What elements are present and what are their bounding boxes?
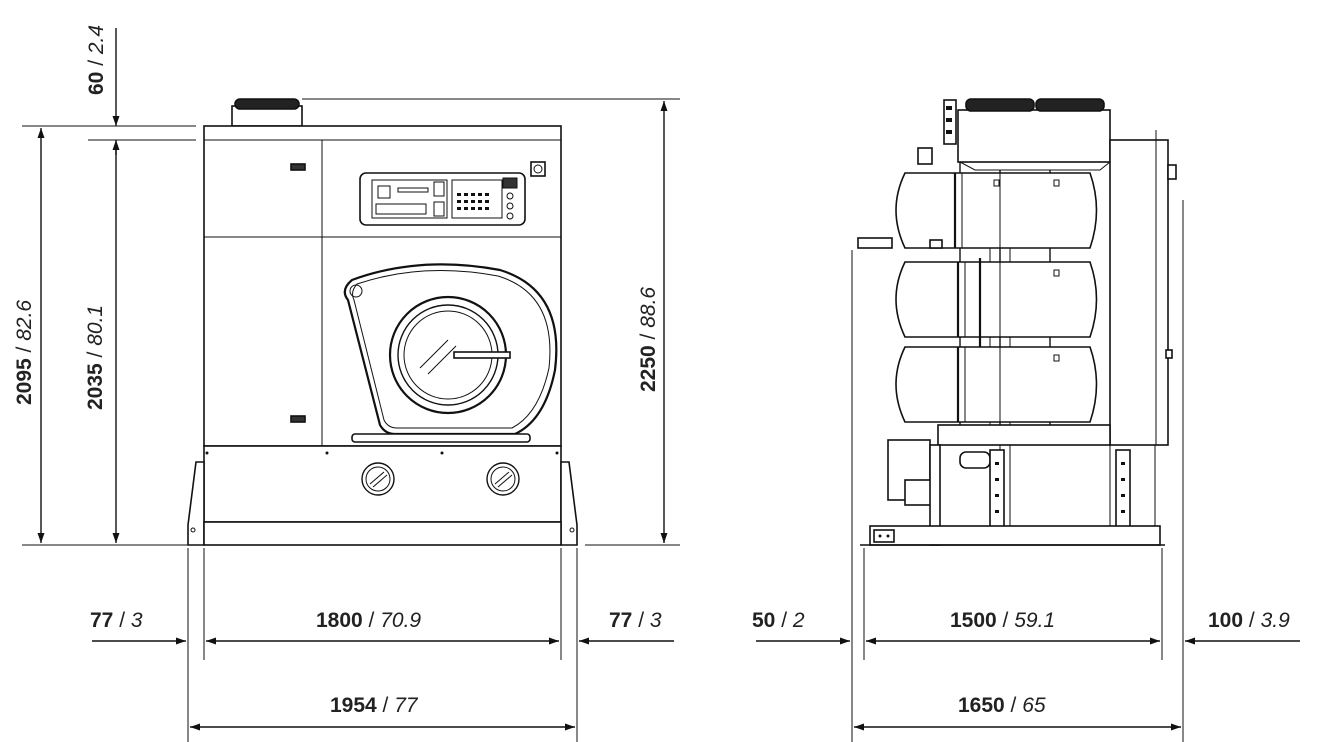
base-vent-left [361,462,395,496]
front-top-duct-cap [234,98,300,110]
label-side-left-margin: 50 / 2 [752,609,805,632]
label-depth: 1500 / 59.1 [950,609,1055,632]
label-body-height: 2035 / 80.1 [84,305,107,410]
upper-door-handle [290,163,306,171]
front-view-machine [187,98,578,546]
label-width: 1800 / 70.9 [316,609,421,632]
base-vent-right [486,462,520,496]
drum-housing [343,263,558,436]
label-side-right-margin: 100 / 3.9 [1208,609,1290,632]
control-panel [359,172,526,226]
tank-middle [895,261,1098,338]
emergency-stop-icon [530,161,546,177]
tank-top [895,172,1098,249]
label-cabinet-height: 2095 / 82.6 [13,300,36,405]
tank-bottom [895,346,1098,423]
side-top-unit [957,109,1111,163]
label-total-height: 2250 / 88.6 [637,287,660,392]
label-left-margin: 77 / 3 [90,609,143,632]
side-view-machine [857,98,1177,546]
label-right-margin: 77 / 3 [609,609,662,632]
front-view-dimensions: 60 / 2.4 2095 / 82.6 2035 / 80.1 2250 / … [13,25,680,742]
side-view-dimensions: 50 / 2 1500 / 59.1 100 / 3.9 1650 / 65 [752,200,1300,742]
label-total-width: 1954 / 77 [330,694,419,717]
front-base [203,445,562,523]
lower-door-handle [290,415,306,423]
label-total-depth: 1650 / 65 [958,694,1046,717]
side-rear-frame [1109,139,1169,446]
label-top-offset: 60 / 2.4 [85,25,108,95]
door-handle [453,351,511,359]
